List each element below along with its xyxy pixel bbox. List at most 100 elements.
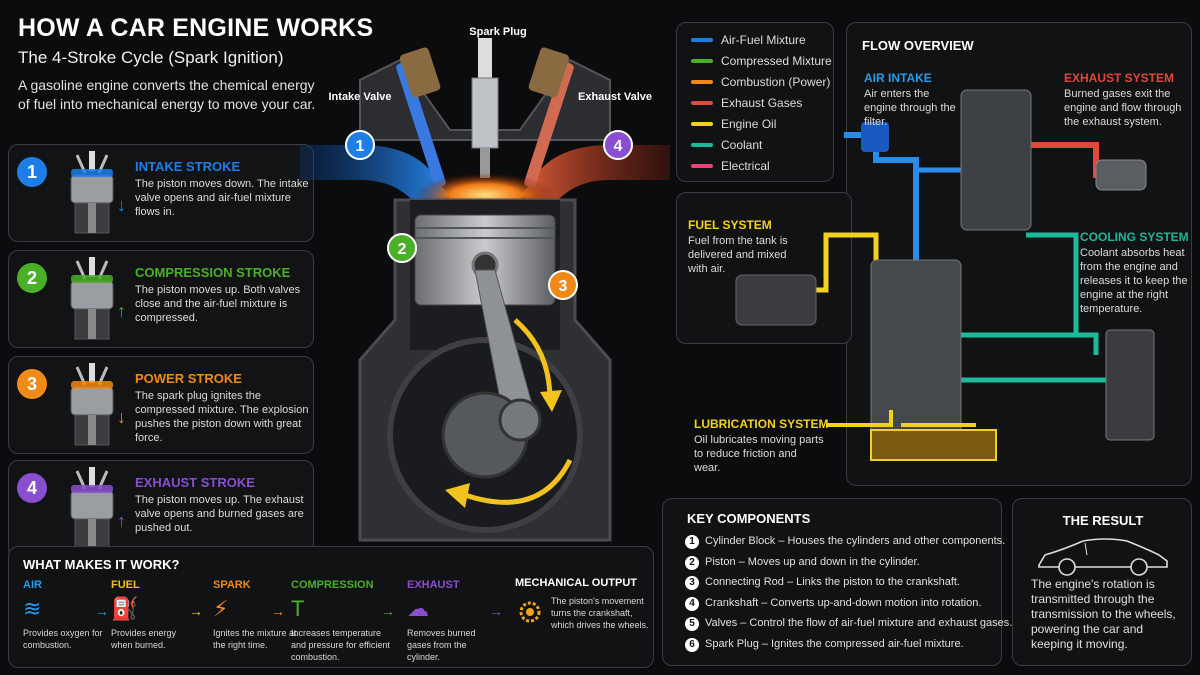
intake-valve [396,47,446,188]
ingredient-desc: Increases temperature and pressure for e… [291,628,390,662]
component-number-badge: 2 [685,555,699,570]
intro-text: A gasoline engine converts the chemical … [18,77,316,112]
exhaust-system-desc: Burned gases exit the engine and flow th… [1064,88,1182,128]
intake-port [300,145,450,210]
arrow-up-icon: ↑ [117,511,126,531]
arrow-down-icon: ↓ [117,195,126,215]
svg-text:1: 1 [356,138,365,155]
ingredient-desc: Ignites the mixture at the right time. [213,628,297,650]
legend-label: Coolant [721,138,763,152]
stroke-number-badge: 3 [17,369,47,399]
ingredient-title: SPARK [213,579,251,591]
gears-icon [519,601,541,623]
result-panel: THE RESULT The engine's rotation is tran… [1012,498,1192,666]
ingredient-title: AIR [23,579,42,591]
key-component-item: 3 Connecting Rod – Links the piston to th… [685,576,960,590]
what-makes-it-work-title: WHAT MAKES IT WORK? [23,557,180,572]
component-text: Connecting Rod – Links the piston to the… [705,576,960,588]
legend-swatch [691,101,713,105]
stroke-title: INTAKE STROKE [135,159,241,174]
component-number-badge: 1 [685,535,699,549]
arrow-right-icon: → [189,603,203,619]
engine-cutaway-diagram: Spark Plug Intake Valve Exhaust Valve 1 … [300,26,670,542]
legend-label: Exhaust Gases [721,96,803,110]
exhaust-port [520,145,670,210]
fuel-system-title: FUEL SYSTEM [688,218,772,232]
piston-icon [70,363,114,446]
cooling-system-desc: Coolant absorbs heat from the engine and… [1080,247,1188,315]
component-number-badge: 4 [685,596,699,611]
lubrication-system-title: LUBRICATION SYSTEM [694,417,829,431]
page-subtitle: The 4-Stroke Cycle (Spark Ignition) [18,48,284,67]
legend-swatch [691,38,713,42]
legend-label: Engine Oil [721,117,777,131]
ingredient-air: AIR ≋ Provides oxygen for combustion. [23,579,103,651]
air-intake-pipe [844,132,919,270]
fuel-pump-icon: ⛽ [111,596,139,621]
ingredient-title: EXHAUST [407,579,460,591]
stroke-title: POWER STROKE [135,371,242,386]
component-number-badge: 3 [685,576,699,590]
flow-diagram [735,89,1155,461]
result-desc: The engine's rotation is transmitted thr… [1031,577,1176,651]
engine-block [870,259,962,451]
flow-overview-title: FLOW OVERVIEW [862,38,974,53]
component-number-badge: 5 [685,617,699,631]
result-title: THE RESULT [1062,513,1144,528]
coolant-line [946,332,1099,355]
marker-3: 3 [548,270,578,300]
rotation-arrow [513,318,553,401]
ingredient-desc: Provides energy when burned. [111,628,177,650]
key-component-item: 5 Valves – Control the flow of air-fuel m… [685,617,1012,631]
legend-label: Air-Fuel Mixture [721,33,806,47]
mechanical-output-desc: The piston's movement turns the cranksha… [551,596,649,630]
stroke-desc: The piston moves up. Both valves close a… [135,284,301,324]
oil-pan [870,429,997,461]
exhaust-system-title: EXHAUST SYSTEM [1064,71,1175,85]
legend-label: Compressed Mixture [721,54,832,68]
arrow-up-icon: ↑ [117,301,126,321]
ingredient-title: COMPRESSION [291,579,374,591]
piston-icon [70,467,114,550]
intake-valve-label: Intake Valve [329,91,392,103]
component-text: Valves – Control the flow of air-fuel mi… [705,617,1013,629]
key-components-title: KEY COMPONENTS [687,511,811,526]
component-text: Piston – Moves up and down in the cylind… [705,555,920,568]
marker-1: 1 [345,130,375,160]
exhaust-valve-label: Exhaust Valve [578,91,652,103]
arrow-right-icon: → [381,603,395,619]
legend-label: Electrical [721,159,770,173]
legend-swatch [691,59,713,63]
ingredient-desc: Provides oxygen for combustion. [23,628,103,650]
car-icon [1038,538,1168,576]
cooling-system-title: COOLING SYSTEM [1080,230,1189,244]
muffler [1095,159,1147,191]
radiator [1105,329,1155,441]
svg-text:2: 2 [398,241,407,258]
stroke-number-badge: 1 [17,157,47,187]
arrow-down-icon: ↓ [117,407,126,427]
what-makes-it-work-panel: WHAT MAKES IT WORK? AIR ≋ Provides oxygen … [8,546,654,668]
stroke-card: 1 ↓ INTAKE STROKE The piston moves down. Th… [8,144,314,242]
legend-swatch [691,80,713,84]
piston-icon [70,257,114,340]
key-component-item: 2 Piston – Moves up and down in the cylin… [685,555,920,570]
arrow-right-icon: → [271,603,285,619]
page-title: HOW A CAR ENGINE WORKS [18,14,374,42]
stroke-desc: The piston moves down. The intake valve … [135,178,309,218]
lubrication-system-desc: Oil lubricates moving parts to reduce fr… [694,434,824,474]
mechanical-output: MECHANICAL OUTPUT The piston's movement … [515,577,651,631]
wind-icon: ≋ [23,596,42,621]
engine-top-block [960,89,1032,231]
stroke-title: EXHAUST STROKE [135,475,255,490]
air-intake-desc: Air enters the engine through the filter… [864,88,956,128]
component-text: Spark Plug – Ignites the compressed air-… [705,637,964,650]
